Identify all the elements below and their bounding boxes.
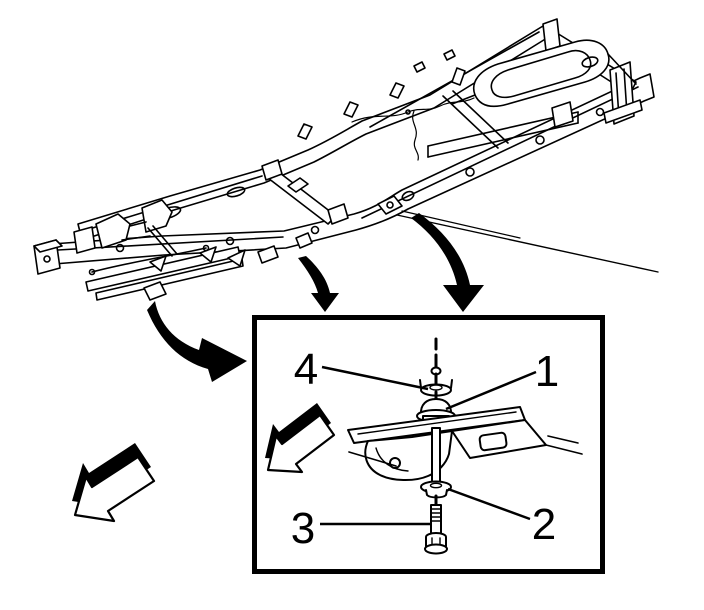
mid-crossmembers xyxy=(261,90,579,225)
mount-bolt-part3 xyxy=(424,504,448,555)
front-suspension-cluster xyxy=(33,199,313,301)
retainer-washer-part4 xyxy=(419,379,453,397)
callout-arrow-right xyxy=(411,213,484,312)
lower-cushion-part2 xyxy=(420,480,452,499)
callout-arrow-middle xyxy=(298,256,339,312)
leader-line-4 xyxy=(321,365,429,391)
callout-label-2: 2 xyxy=(532,500,556,549)
mount-through-stud xyxy=(431,427,441,485)
leader-line-1 xyxy=(445,370,537,411)
mount-stud xyxy=(430,337,442,387)
front-direction-arrow-large xyxy=(72,443,156,523)
inset-box: 4 1 3 2 xyxy=(252,315,605,574)
callout-arrow-left xyxy=(147,301,247,382)
callout-label-4: 4 xyxy=(294,345,318,394)
arrow-face xyxy=(266,413,336,474)
frame-bracket xyxy=(347,406,583,481)
callout-label-1: 1 xyxy=(535,347,559,396)
spare-tire-carrier xyxy=(451,39,637,108)
leader-line-2 xyxy=(447,487,531,521)
arrow-face xyxy=(73,455,156,523)
frame-illustration xyxy=(33,18,659,301)
front-direction-arrow-small xyxy=(265,403,336,474)
callout-label-3: 3 xyxy=(291,504,315,553)
body-mount-assembly xyxy=(347,337,583,555)
